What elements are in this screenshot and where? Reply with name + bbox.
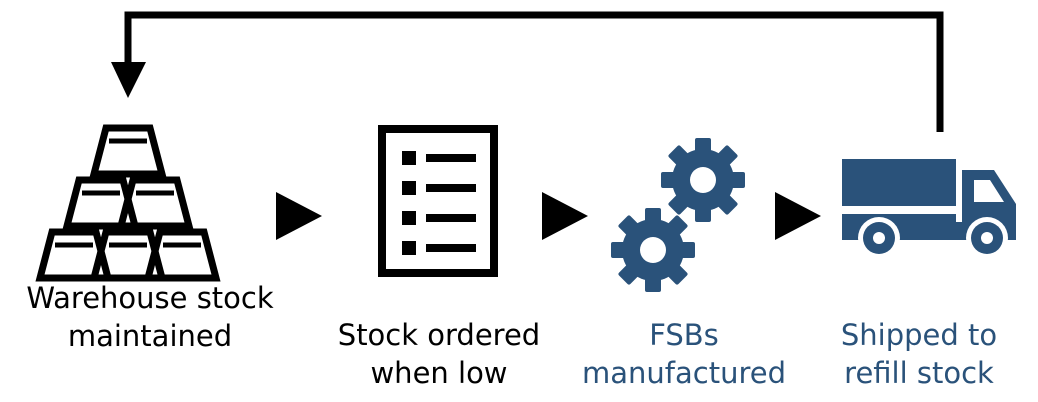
step-label-manufacture: FSBs manufactured	[570, 316, 798, 392]
loop-back-arrow	[111, 11, 944, 132]
gold-bar	[143, 228, 221, 282]
gold-bars-icon	[35, 124, 221, 282]
gold-bar	[89, 124, 167, 178]
step-label-line: maintained	[67, 319, 233, 353]
step-label-line: when low	[370, 356, 508, 390]
step-label-line: Shipped to	[840, 318, 998, 352]
step-label-line: FSBs	[649, 318, 719, 352]
step-label-line: manufactured	[582, 356, 786, 390]
gear-large	[661, 138, 745, 222]
gold-bar	[116, 176, 194, 230]
step-label-line: refill stock	[844, 356, 994, 390]
step-label-ship: Shipped to refill stock	[814, 316, 1024, 392]
step-label-line: Stock ordered	[337, 318, 541, 352]
flow-arrow	[542, 192, 588, 240]
truck-window	[974, 180, 1004, 202]
truck-wheel	[858, 217, 900, 259]
flow-arrow	[276, 192, 322, 240]
truck-icon	[842, 159, 1016, 259]
truck-stripe	[842, 206, 956, 214]
step-label-order: Stock ordered when low	[318, 316, 560, 392]
step-label-line: Warehouse stock	[26, 281, 274, 315]
gear-small	[611, 208, 695, 292]
flow-arrow	[775, 192, 821, 240]
gears-icon	[611, 138, 745, 292]
truck-wheel	[966, 217, 1008, 259]
checklist-icon	[378, 125, 498, 277]
step-label-warehouse: Warehouse stock maintained	[10, 279, 290, 355]
